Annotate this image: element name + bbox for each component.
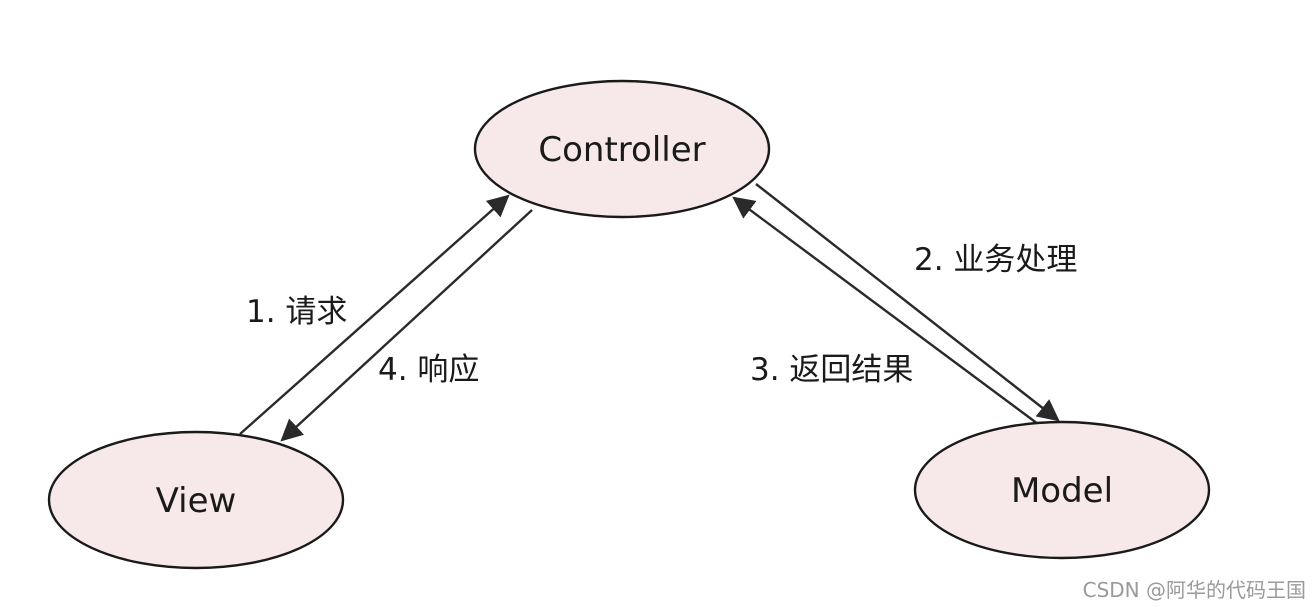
view-label: View <box>156 481 237 521</box>
edge-view-to-controller <box>239 194 510 435</box>
edge-label-request: 1. 请求 <box>246 294 347 330</box>
view-ellipse <box>47 430 345 570</box>
node-model: Model <box>913 420 1211 560</box>
edge-controller-to-view <box>280 209 533 442</box>
node-controller: Controller <box>473 79 771 219</box>
model-label: Model <box>1011 471 1113 511</box>
edge-label-process: 2. 业务处理 <box>914 242 1077 278</box>
model-ellipse <box>913 420 1211 560</box>
edge-controller-to-model <box>755 183 1060 422</box>
controller-ellipse <box>473 79 771 219</box>
edge-label-response: 4. 响应 <box>378 352 479 388</box>
node-view: View <box>47 430 345 570</box>
watermark: CSDN @阿华的代码王国 <box>1082 578 1306 602</box>
controller-label: Controller <box>538 130 705 170</box>
edge-label-result: 3. 返回结果 <box>750 352 913 388</box>
edge-model-to-controller <box>732 196 1039 425</box>
